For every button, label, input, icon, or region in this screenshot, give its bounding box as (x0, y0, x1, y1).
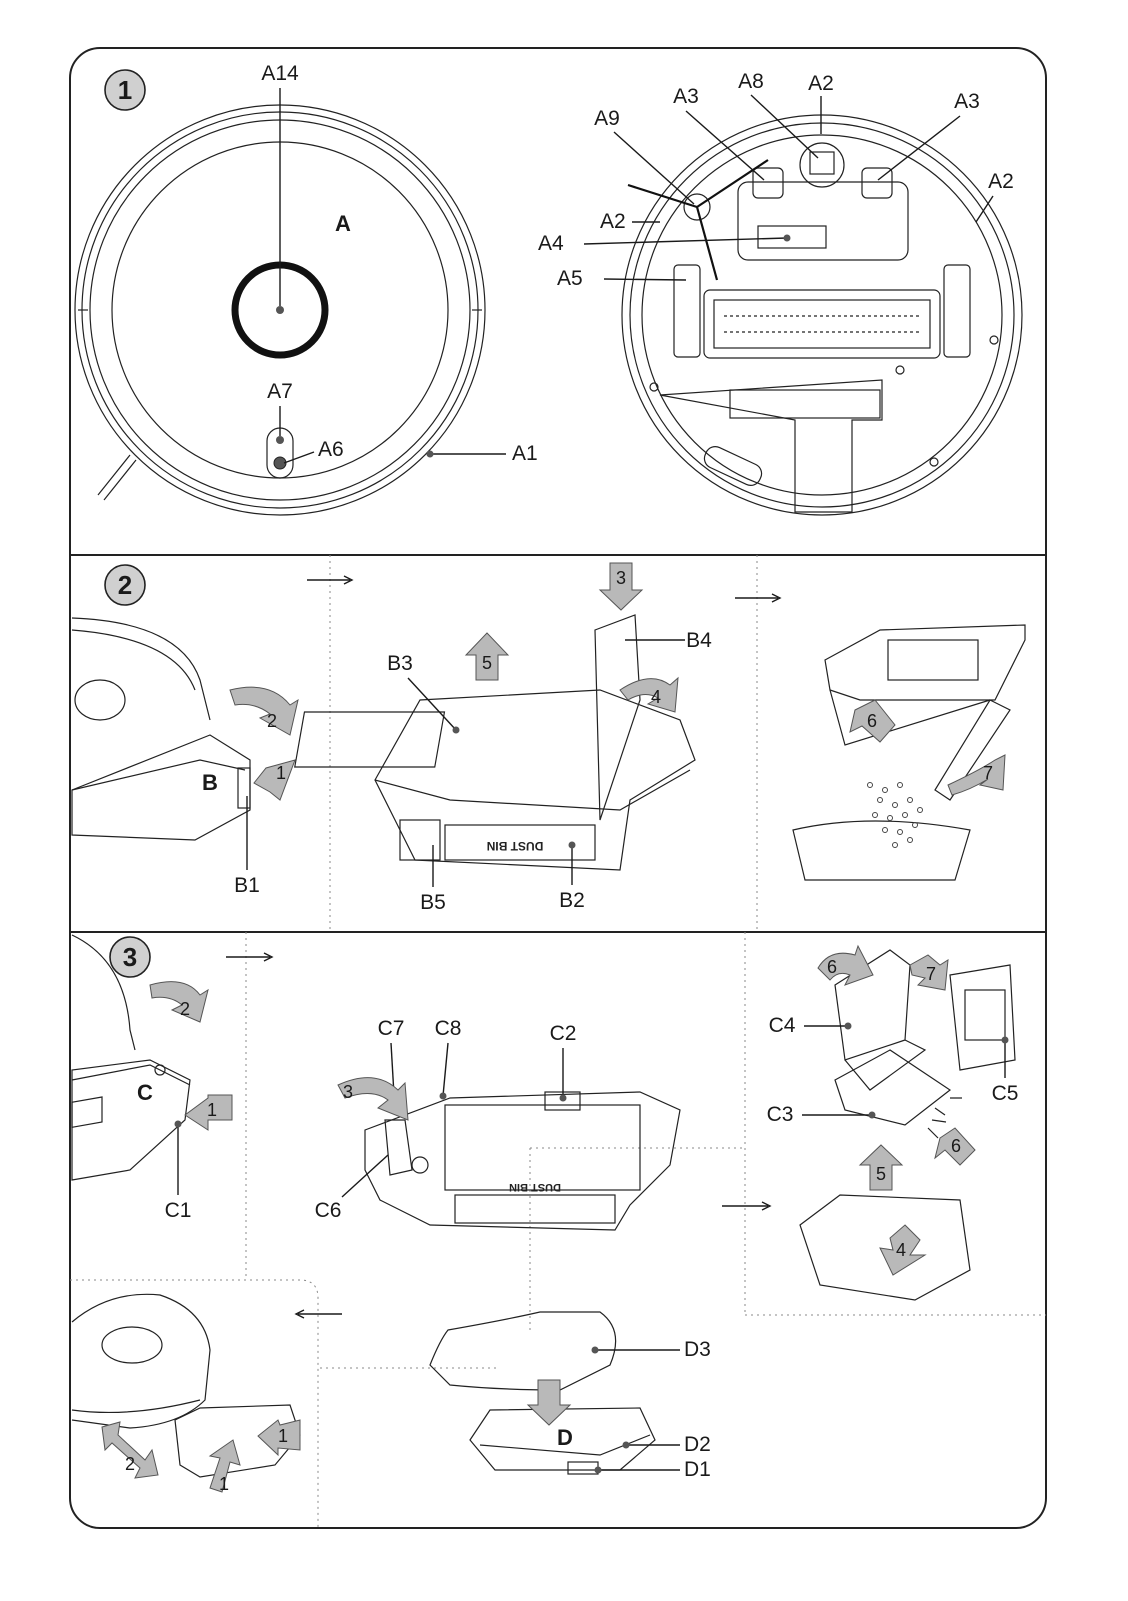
arrow-1-clip-right: 1 (257, 1419, 301, 1457)
label-a7: A7 (267, 380, 293, 403)
label-b3: B3 (387, 652, 413, 675)
arrow-5-up: 5 (464, 632, 510, 681)
label-b1: B1 (234, 874, 260, 897)
svg-text:1: 1 (276, 763, 286, 783)
label-a2-right: A2 (988, 170, 1014, 193)
dust-bin-emptying (792, 624, 1026, 881)
label-c3: C3 (767, 1103, 794, 1126)
label-a2-left: A2 (600, 210, 626, 233)
robot-partial-c (71, 934, 191, 1181)
step-1-badge: 1 (104, 69, 146, 111)
label-b: B (202, 770, 218, 795)
label-a5: A5 (557, 267, 583, 290)
mop-pad-d3 (429, 1311, 617, 1391)
arrow-5-up-c: 5 (858, 1144, 904, 1191)
label-d1: D1 (684, 1458, 711, 1481)
label-a3-left: A3 (673, 85, 699, 108)
svg-text:2: 2 (125, 1454, 135, 1474)
step-3-badge: 3 (109, 936, 151, 978)
label-a6: A6 (318, 438, 344, 461)
arrow-down-pad (526, 1379, 572, 1426)
robot-bottom-view (621, 114, 1023, 516)
svg-text:5: 5 (482, 653, 492, 673)
label-c8: C8 (435, 1017, 462, 1040)
arrow-2-rotate-c: 2 (149, 981, 209, 1023)
arrow-4-lift: 4 (879, 1224, 927, 1276)
svg-text:2: 2 (267, 711, 277, 731)
flow-arrow-3a (226, 952, 274, 962)
label-a3-right: A3 (954, 90, 980, 113)
svg-text:2: 2 (180, 999, 190, 1019)
svg-text:6: 6 (867, 711, 877, 731)
arrow-1-clip-left: 1 (208, 1439, 241, 1494)
svg-text:1: 1 (219, 1474, 229, 1494)
dust-bin-open: DUST BIN (294, 614, 696, 871)
label-a14: A14 (261, 62, 299, 85)
flow-arrow-2a (307, 575, 354, 585)
svg-text:7: 7 (926, 964, 936, 984)
arrow-6-dump: 6 (849, 699, 896, 743)
arrow-1-push: 1 (253, 759, 296, 801)
label-b4: B4 (686, 629, 712, 652)
base-dust-bin-text: DUST BIN (509, 1181, 561, 1193)
step-2-badge: 2 (104, 564, 146, 606)
arrow-7-rotate: 7 (947, 754, 1006, 796)
flow-arrow-2b (735, 593, 782, 603)
label-b5: B5 (420, 891, 446, 914)
robot-mop-attach (71, 1293, 301, 1478)
label-a8: A8 (738, 70, 764, 93)
arrow-3-lift: 3 (337, 1077, 409, 1121)
robot-partial-b (71, 617, 251, 841)
label-d2: D2 (684, 1433, 711, 1456)
arrow-6-press: 6 (934, 1127, 976, 1166)
label-a4: A4 (538, 232, 564, 255)
label-c2: C2 (550, 1022, 577, 1045)
svg-text:3: 3 (616, 568, 626, 588)
step-2-number: 2 (118, 570, 132, 600)
outer-frame (69, 47, 1047, 1529)
label-c: C (137, 1080, 153, 1105)
arrow-6-open-lid: 6 (817, 944, 874, 986)
arrow-2-slide: 2 (101, 1421, 159, 1479)
svg-text:4: 4 (896, 1240, 906, 1260)
arrow-7-filter: 7 (909, 954, 949, 991)
label-c1: C1 (165, 1199, 192, 1222)
dust-bin-text: DUST BIN (487, 839, 544, 853)
svg-text:1: 1 (207, 1100, 217, 1120)
label-d3: D3 (684, 1338, 711, 1361)
svg-text:5: 5 (876, 1164, 886, 1184)
label-c4: C4 (769, 1014, 796, 1037)
arrow-2-rotate: 2 (229, 686, 299, 736)
svg-text:7: 7 (983, 763, 993, 783)
svg-text:3: 3 (343, 1082, 353, 1102)
svg-text:6: 6 (827, 957, 837, 977)
label-c6: C6 (315, 1199, 342, 1222)
arrow-3-down: 3 (598, 562, 644, 611)
base-bin-filter (799, 949, 1016, 1301)
svg-text:1: 1 (278, 1426, 288, 1446)
flow-arrow-3b (722, 1201, 772, 1211)
label-d: D (557, 1425, 573, 1450)
svg-text:6: 6 (951, 1136, 961, 1156)
arrow-4-open: 4 (619, 676, 679, 713)
dust-particles (867, 782, 923, 848)
label-a9: A9 (594, 107, 620, 130)
label-c7: C7 (378, 1017, 405, 1040)
label-b2: B2 (559, 889, 585, 912)
svg-text:4: 4 (651, 687, 661, 707)
label-a1: A1 (512, 442, 538, 465)
label-c5: C5 (992, 1082, 1019, 1105)
label-a: A (335, 211, 351, 236)
step-3-number: 3 (123, 942, 137, 972)
arrow-1-push-c: 1 (184, 1094, 233, 1131)
flow-arrow-3c (294, 1309, 342, 1319)
base-station-housing: DUST BIN (364, 1091, 681, 1231)
label-a2-top: A2 (808, 72, 834, 95)
step-1-number: 1 (118, 75, 132, 105)
